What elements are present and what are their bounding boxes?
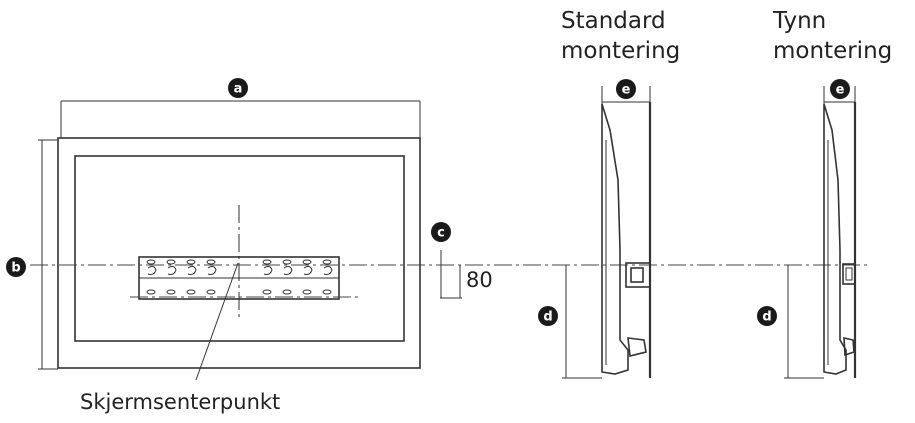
svg-text:c: c	[437, 226, 445, 241]
callout-e-standard: e	[616, 79, 636, 99]
svg-text:e: e	[836, 83, 845, 98]
dimension-80-label: 80	[466, 268, 493, 292]
dimension-e-standard: e	[601, 79, 651, 108]
standard-title-line1: Standard	[561, 8, 666, 34]
standard-title-line2: montering	[561, 38, 680, 64]
callout-b: b	[6, 257, 26, 277]
svg-text:d: d	[543, 310, 552, 325]
thin-mount-side-view: Tynn montering e d	[757, 8, 892, 379]
tv-screen-inner	[74, 155, 405, 342]
standard-tv-profile	[601, 103, 629, 375]
standard-bracket	[625, 262, 651, 288]
svg-text:e: e	[622, 83, 631, 98]
dimension-d-thin: d	[757, 265, 824, 379]
callout-c: c	[431, 222, 451, 242]
svg-text:b: b	[11, 261, 20, 276]
tv-outer-frame	[57, 137, 421, 369]
front-view: a b	[6, 78, 493, 414]
callout-a: a	[228, 78, 248, 98]
callout-e-thin: e	[830, 79, 850, 99]
thin-tv-profile	[823, 103, 847, 375]
center-point-pointer	[195, 262, 239, 381]
standard-cable-knob	[627, 337, 647, 357]
thin-title-line2: montering	[773, 38, 892, 64]
standard-mount-side-view: Standard montering e d	[538, 8, 680, 379]
thin-cable-knob	[843, 336, 855, 357]
center-point-label: Skjermsenterpunkt	[80, 390, 280, 414]
dimension-a: a	[60, 78, 421, 138]
dimension-c-80: 80 c	[431, 222, 493, 299]
callout-d-thin: d	[757, 306, 777, 326]
thin-bracket	[842, 263, 856, 285]
dimension-e-thin: e	[823, 79, 856, 108]
svg-text:a: a	[234, 82, 243, 97]
dimension-d-standard: d	[538, 265, 602, 379]
wall-mount-bracket	[138, 256, 340, 300]
thin-title-line1: Tynn	[772, 8, 826, 34]
dimension-b: b	[6, 139, 58, 370]
svg-text:d: d	[762, 310, 771, 325]
callout-d-standard: d	[538, 306, 558, 326]
